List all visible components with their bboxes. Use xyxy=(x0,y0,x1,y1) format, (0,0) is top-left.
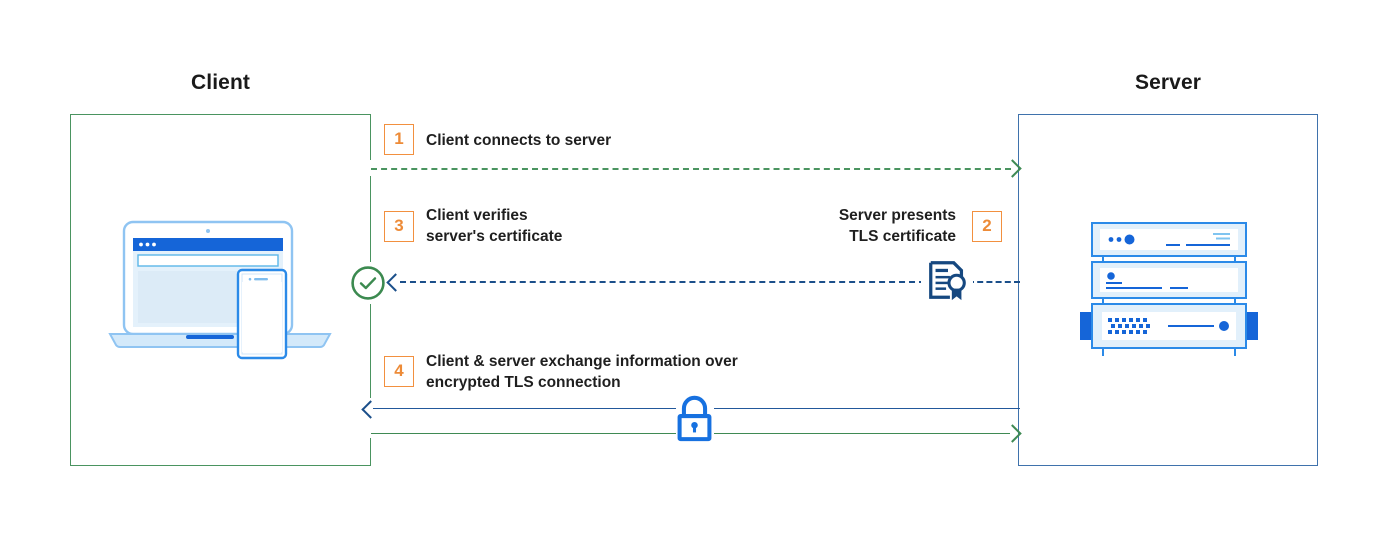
step-4-inbound-line-right xyxy=(712,408,1020,409)
server-title: Server xyxy=(1135,71,1201,94)
step-1-connector-line xyxy=(371,168,1011,170)
step-3-caption: Client verifies server's certificate xyxy=(426,207,563,245)
server-rack-illustration xyxy=(1078,220,1263,360)
server-boundary-box xyxy=(1018,114,1318,466)
step-1-caption: Client connects to server xyxy=(426,132,612,149)
step-1-number: 1 xyxy=(384,124,414,155)
edge-gap-step4 xyxy=(368,398,374,438)
step-4-outbound-line-left xyxy=(371,433,685,434)
step-2-connector-line-right xyxy=(968,281,1020,283)
step-3-number: 3 xyxy=(384,211,414,242)
client-title: Client xyxy=(191,71,250,94)
laptop-and-phone-illustration xyxy=(100,218,340,363)
step-4-inbound-line-left xyxy=(373,408,685,409)
step-2-connector-line-left xyxy=(400,281,925,283)
step-4-caption: Client & server exchange information ove… xyxy=(426,353,738,391)
step-2-caption: Server presents TLS certificate xyxy=(838,207,956,245)
certificate-icon xyxy=(925,258,971,304)
step-2-number: 2 xyxy=(972,211,1002,242)
step-2-arrowhead-icon xyxy=(386,273,405,292)
check-circle-icon xyxy=(350,265,385,300)
step-4-outbound-line-right xyxy=(712,433,1010,434)
padlock-icon xyxy=(672,393,717,443)
step-4-number: 4 xyxy=(384,356,414,387)
